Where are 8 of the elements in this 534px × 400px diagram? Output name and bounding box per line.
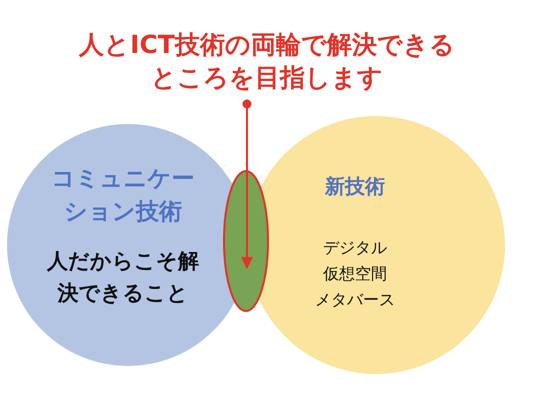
title-heading: 人とICT技術の両輪で解決できるところを目指します xyxy=(78,29,456,94)
circle-heading: コミュニケーション技術 xyxy=(50,165,196,227)
circle-body-text: 人だからこそ解決できること xyxy=(47,248,199,307)
circle-heading: 新技術 xyxy=(324,173,386,200)
list-item: 仮想空間 xyxy=(322,264,388,285)
list-item: メタバース xyxy=(314,290,396,311)
list-item: デジタル xyxy=(322,238,388,259)
leader-arrow xyxy=(241,100,253,269)
